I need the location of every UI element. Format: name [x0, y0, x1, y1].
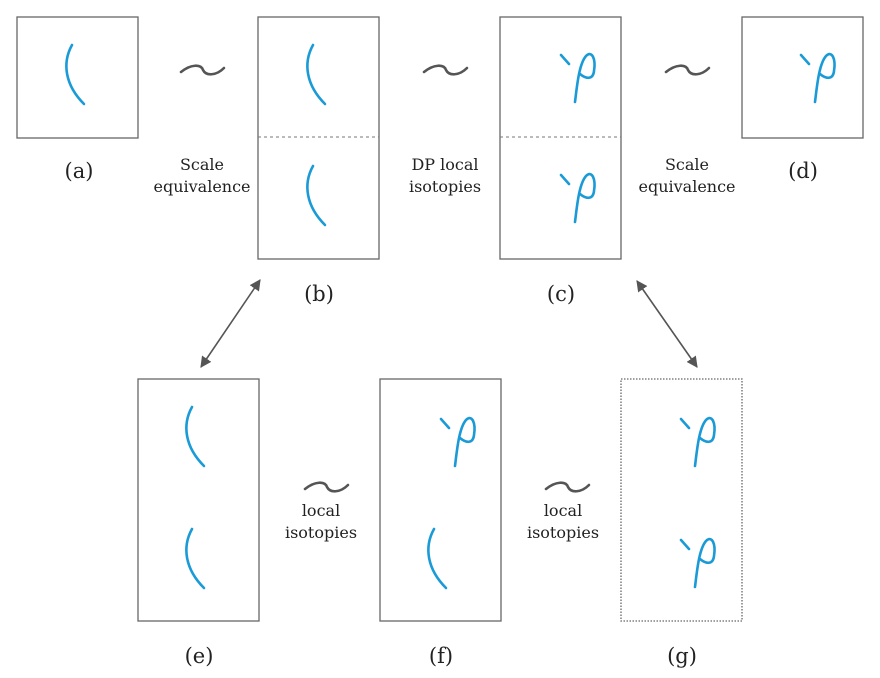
- panel-label-e: (e): [184, 644, 214, 668]
- panel-g-top-loop-strand: [679, 416, 716, 468]
- relation-label-ef-line1: local: [301, 501, 341, 520]
- relation-label-bc: DP local isotopies: [380, 154, 510, 198]
- relation-label-cd-line1: Scale: [664, 155, 710, 174]
- tilde-ef-icon: [303, 481, 350, 493]
- panel-b-bottom-arc-strand: [306, 164, 327, 227]
- panel-f-bottom-arc-strand: [427, 527, 448, 590]
- panel-e-frame: [137, 378, 260, 622]
- panel-e-top-arc-strand: [185, 405, 206, 468]
- panel-label-d: (d): [788, 159, 818, 183]
- panel-d-frame: [741, 16, 864, 139]
- tilde-ab-icon: [179, 64, 226, 76]
- double-arrow-c-g-icon: [636, 280, 698, 368]
- relation-label-ef: local isotopies: [256, 500, 386, 544]
- panel-label-f: (f): [428, 644, 454, 668]
- double-arrow-b-e-icon: [200, 279, 261, 368]
- relation-label-cd: Scale equivalence: [622, 154, 752, 198]
- panel-b-frame: [257, 16, 380, 260]
- relation-label-ab-line2: equivalence: [153, 177, 251, 196]
- panel-g-bottom-loop-strand: [679, 537, 716, 589]
- panel-label-g: (g): [667, 644, 697, 668]
- relation-label-bc-line2: isotopies: [408, 177, 482, 196]
- relation-label-fg: local isotopies: [498, 500, 628, 544]
- panel-b-top-arc-strand: [306, 43, 327, 106]
- relation-label-ab: Scale equivalence: [137, 154, 267, 198]
- panel-g-frame: [620, 378, 743, 622]
- tilde-bc-icon: [422, 64, 469, 76]
- relation-label-fg-line1: local: [543, 501, 583, 520]
- relation-label-fg-line2: isotopies: [526, 523, 600, 542]
- tilde-fg-icon: [544, 481, 591, 493]
- relation-label-ef-line2: isotopies: [284, 523, 358, 542]
- panel-c-top-loop-strand: [559, 52, 596, 104]
- panel-label-b: (b): [304, 282, 334, 306]
- panel-c-bottom-loop-strand: [559, 172, 596, 224]
- panel-a-frame: [16, 16, 139, 139]
- relation-label-cd-line2: equivalence: [638, 177, 736, 196]
- panel-f-frame: [379, 378, 502, 622]
- tilde-cd-icon: [664, 64, 711, 76]
- panel-label-a: (a): [64, 159, 94, 183]
- relation-label-ab-line1: Scale: [179, 155, 225, 174]
- panel-label-c: (c): [546, 282, 576, 306]
- panel-e-bottom-arc-strand: [185, 527, 206, 590]
- panel-a-arc-strand: [65, 43, 86, 106]
- panel-c-frame: [499, 16, 622, 260]
- panel-f-top-loop-strand: [439, 416, 476, 468]
- panel-d-loop-strand: [799, 52, 836, 104]
- relation-label-bc-line1: DP local: [411, 155, 479, 174]
